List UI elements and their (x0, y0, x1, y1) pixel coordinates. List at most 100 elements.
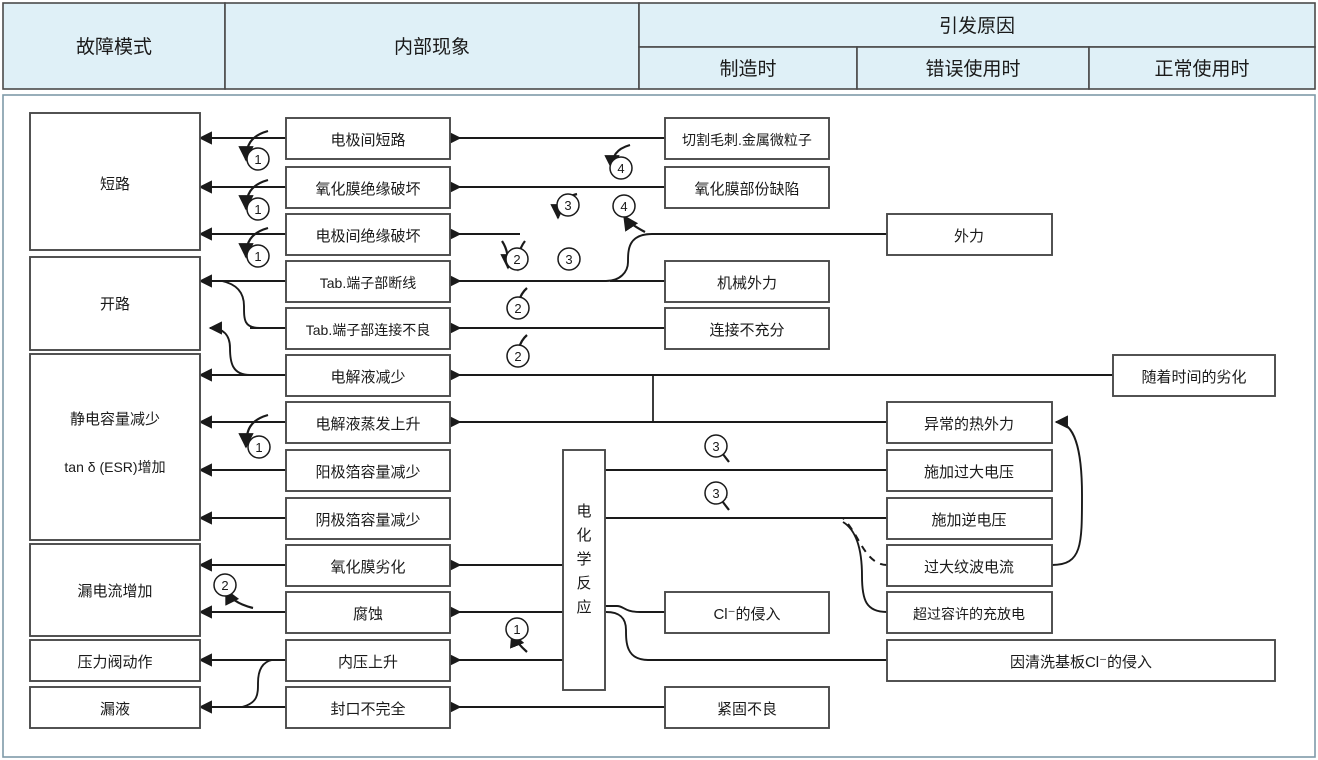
internal-box-ip8[interactable] (285, 449, 451, 492)
failure-mode-box-leakage-current[interactable] (29, 543, 201, 637)
failure-mode-box-pressure-valve[interactable] (29, 639, 201, 682)
failure-mode-box-short[interactable] (29, 112, 201, 251)
header-label-causes: 引发原因 (939, 15, 1015, 37)
marker-number-label: 1 (254, 249, 261, 264)
cause-label-cm1: 切割毛刺.金属微粒子 (682, 132, 812, 148)
internal-box-ip11[interactable] (285, 591, 451, 634)
link-cx1-ip4 (450, 233, 887, 282)
electrochem-char-1: 化 (576, 527, 591, 544)
internal-label-ip5: Tab.端子部连接不良 (306, 322, 430, 338)
electrochem-char-4: 应 (576, 598, 591, 616)
marker-number-label: 3 (712, 439, 719, 454)
marker-circle (704, 481, 728, 505)
cause-box-cx2[interactable] (886, 401, 1053, 444)
cause-label-cx3: 施加过大电压 (924, 464, 1014, 481)
marker-circle (506, 344, 530, 368)
marker-m9: 2 (506, 296, 530, 320)
marker-circle (557, 247, 581, 271)
internal-label-ip4: Tab.端子部断线 (320, 275, 416, 291)
internal-label-ip6: 电解液减少 (330, 369, 405, 386)
cause-label-cm5: Cl⁻的侵入 (713, 606, 780, 623)
internal-label-ip9: 阴极箔容量减少 (315, 512, 420, 529)
internal-box-ip2[interactable] (285, 166, 451, 209)
internal-box-ip13[interactable] (285, 686, 451, 729)
hook-marker-1a (238, 129, 269, 162)
cause-label-cx7: 因清洗基板Cl⁻的侵入 (1010, 653, 1152, 671)
cause-box-cx6[interactable] (886, 591, 1053, 634)
internal-box-ip9[interactable] (285, 497, 451, 540)
marker-number-label: 3 (565, 252, 572, 267)
cause-label-cx5: 过大纹波电流 (924, 559, 1014, 576)
cause-box-cx7[interactable] (886, 639, 1276, 682)
marker-circle (506, 296, 530, 320)
cause-box-cm5[interactable] (664, 591, 830, 634)
failure-mode-label-short: 短路 (100, 176, 130, 193)
failure-mode-label-capacitance: 静电容量减少 (70, 411, 160, 428)
failure-mode-column: 短路 开路 静电容量减少 tan δ (ESR)增加 漏电流增加 压力阀动作 漏… (29, 112, 201, 729)
marker-circle (246, 147, 270, 171)
link-open-lower-arrow (208, 321, 286, 376)
hook-marker-1d (238, 413, 269, 449)
link-ip5-open-branch (221, 280, 286, 329)
internal-box-ip4[interactable] (285, 260, 451, 303)
cause-label-cx2: 异常的热外力 (924, 416, 1014, 433)
cause-box-cx5[interactable] (886, 544, 1053, 587)
header-cell-misuse (856, 46, 1090, 90)
marker-number-label: 4 (617, 161, 624, 176)
cause-box-cm4[interactable] (664, 307, 830, 350)
body-frame (2, 94, 1316, 758)
electrochem-char-2: 学 (576, 551, 591, 568)
internal-box-ip5[interactable] (285, 307, 451, 350)
cause-box-cm1[interactable] (664, 117, 830, 160)
marker-number-label: 4 (620, 199, 627, 214)
failure-mode-box-open[interactable] (29, 256, 201, 351)
internal-label-ip3: 电极间绝缘破坏 (315, 228, 420, 245)
cause-box-cx3[interactable] (886, 449, 1053, 492)
internal-box-ip6[interactable] (285, 354, 451, 397)
marker-circle (505, 617, 529, 641)
marker-circle (505, 247, 529, 271)
failure-mode-box-capacitance[interactable] (29, 353, 201, 541)
marker-circle (246, 244, 270, 268)
electrochemical-reaction-box[interactable] (562, 449, 606, 691)
marker-circle (213, 573, 237, 597)
causes-normal-column: 随着时间的劣化 (1112, 354, 1276, 397)
marker-number-label: 3 (564, 198, 571, 213)
failure-mode-label-esr: tan δ (ESR)增加 (64, 459, 165, 475)
internal-box-ip3[interactable] (285, 213, 451, 256)
cause-box-cm6[interactable] (664, 686, 830, 729)
marker-circle (609, 156, 633, 180)
marker-number-label: 2 (513, 252, 520, 267)
cause-label-cx4: 施加逆电压 (931, 512, 1006, 529)
electrochem-char-3: 反 (576, 575, 591, 592)
cause-box-cn1[interactable] (1112, 354, 1276, 397)
internal-box-ip1[interactable] (285, 117, 451, 160)
marker-m13: 3 (704, 481, 728, 505)
internal-box-ip10[interactable] (285, 544, 451, 587)
cause-box-cx1[interactable] (886, 213, 1053, 256)
cause-label-cm3: 机械外力 (717, 275, 777, 292)
marker-number-label: 1 (255, 440, 262, 455)
header-label-internal: 内部现象 (394, 36, 470, 58)
marker-m4: 4 (609, 156, 633, 180)
link-cx5-dashed (842, 517, 888, 566)
link-cm5-echem (605, 605, 665, 613)
failure-mode-box-liquid-leak[interactable] (29, 686, 201, 729)
cause-box-cx4[interactable] (886, 497, 1053, 540)
internal-box-ip12[interactable] (285, 639, 451, 682)
cause-label-cx1: 外力 (954, 228, 984, 245)
internal-label-ip11: 腐蚀 (353, 605, 383, 623)
internal-box-ip7[interactable] (285, 401, 451, 444)
internal-label-ip1: 电极间短路 (330, 132, 405, 149)
marker-number-label: 1 (254, 202, 261, 217)
failure-mode-label-open: 开路 (100, 296, 130, 313)
internal-label-ip10: 氧化膜劣化 (330, 559, 405, 576)
internal-phenomena-column: 电极间短路 氧化膜绝缘破坏 电极间绝缘破坏 Tab.端子部断线 Tab.端子部连… (285, 117, 451, 729)
marker-number-label: 1 (513, 622, 520, 637)
marker-circle (246, 197, 270, 221)
marker-m7: 2 (505, 247, 529, 271)
marker-m15: 1 (505, 617, 529, 641)
cause-box-cm2[interactable] (664, 166, 830, 209)
cause-label-cm4: 连接不充分 (709, 322, 784, 339)
cause-box-cm3[interactable] (664, 260, 830, 303)
